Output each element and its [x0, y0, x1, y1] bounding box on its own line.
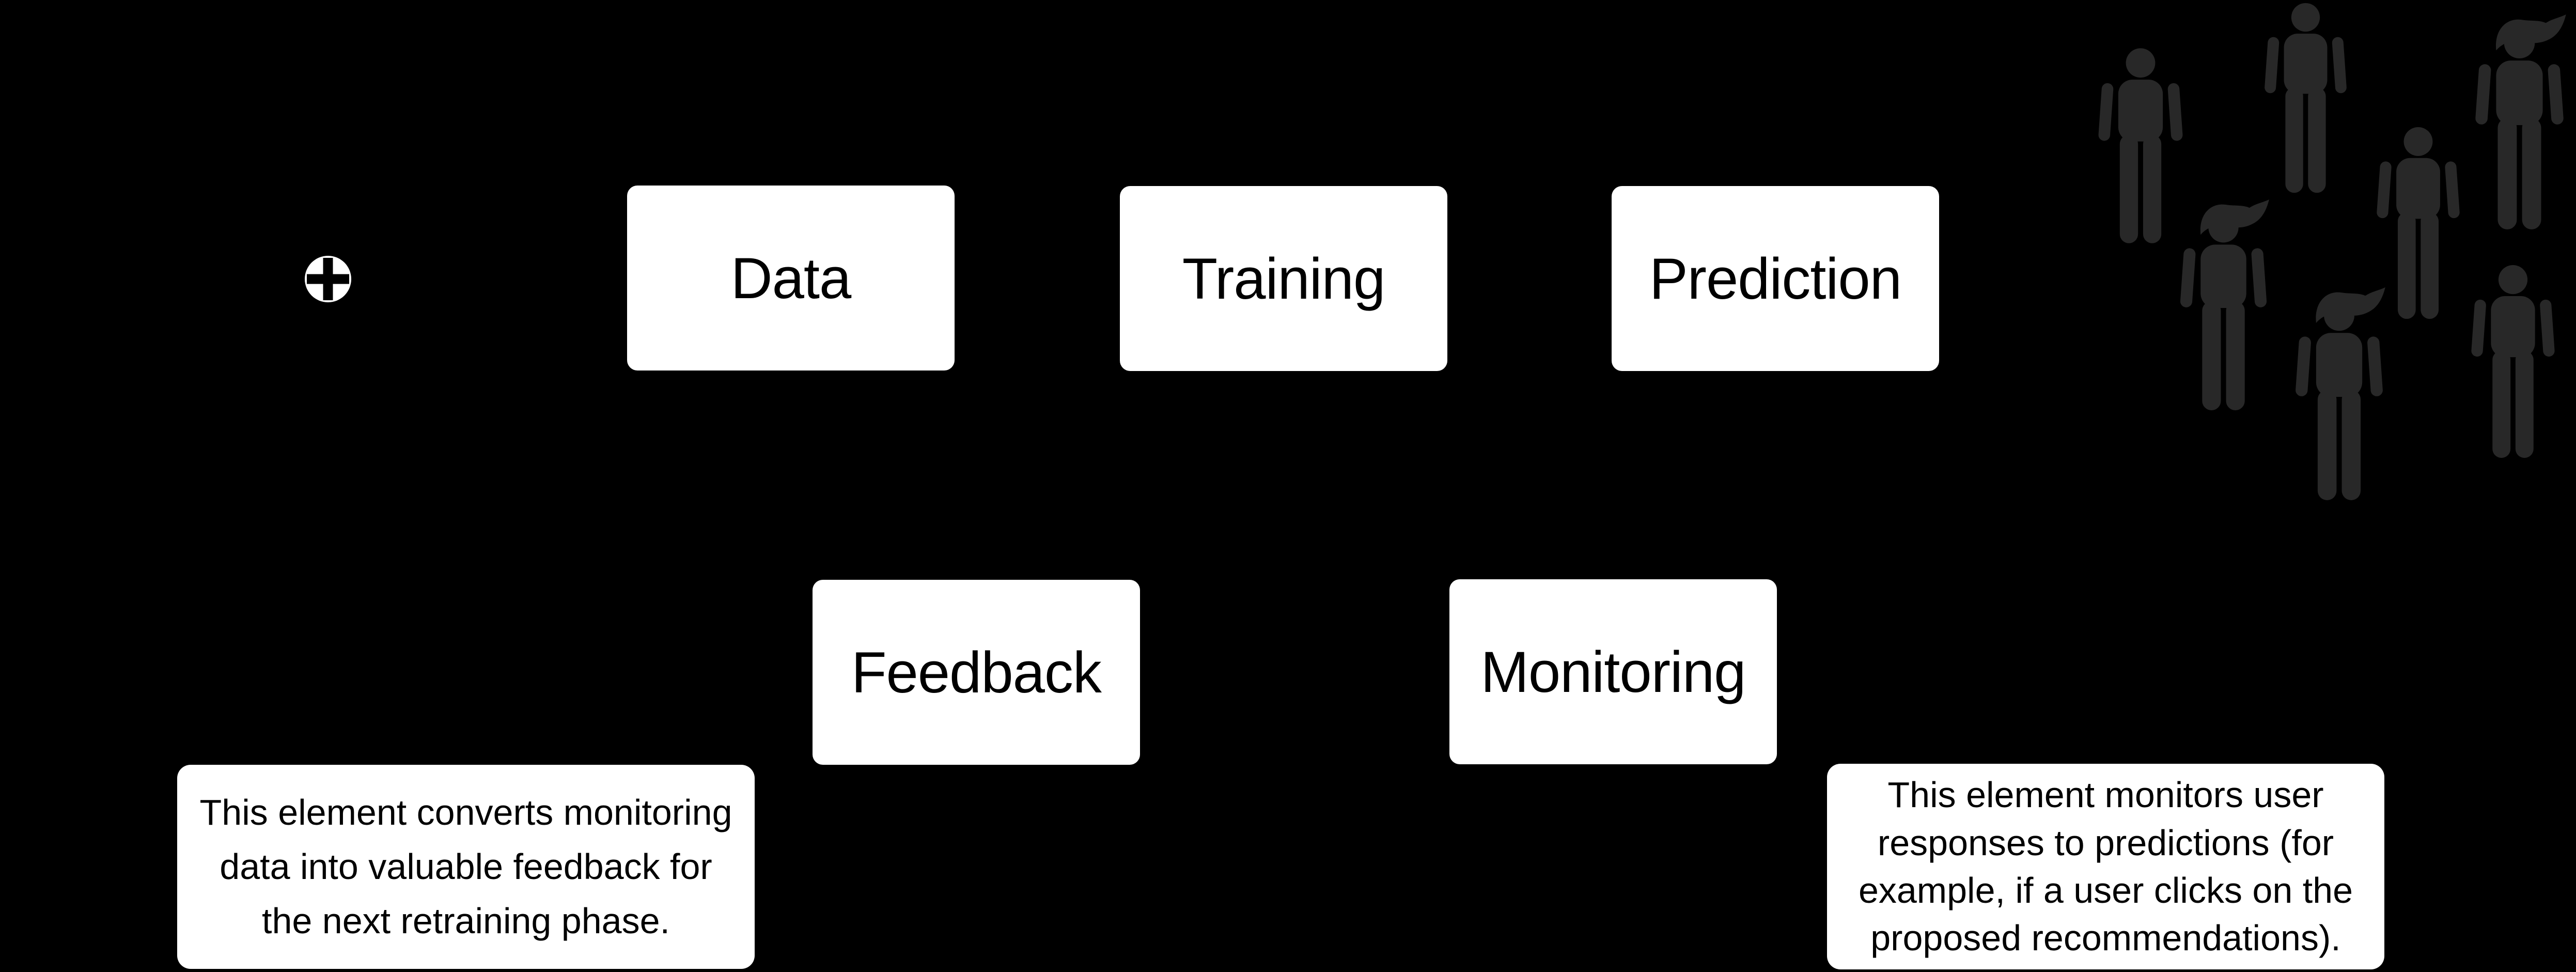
node-monitoring: Monitoring	[1449, 579, 1777, 764]
person-male-icon	[2256, 3, 2355, 195]
person-female-icon	[2466, 14, 2572, 232]
node-prediction: Prediction	[1612, 186, 1939, 371]
callout-feedback-text: This element converts monitoring data in…	[199, 792, 732, 941]
node-data-label: Data	[730, 245, 852, 311]
person-female-icon	[2172, 199, 2275, 412]
node-data: Data	[627, 186, 955, 371]
person-female-icon	[2287, 287, 2392, 502]
plus-icon	[304, 255, 352, 303]
node-training: Training	[1120, 186, 1447, 371]
node-feedback: Feedback	[813, 580, 1140, 765]
person-male-icon	[2463, 265, 2563, 460]
node-feedback-label: Feedback	[851, 640, 1102, 705]
node-training-label: Training	[1182, 246, 1385, 311]
callout-monitoring-text: This element monitors user responses to …	[1858, 775, 2353, 959]
callout-feedback-note: This element converts monitoring data in…	[177, 765, 755, 969]
node-monitoring-label: Monitoring	[1480, 639, 1746, 704]
node-prediction-label: Prediction	[1649, 246, 1902, 311]
callout-monitoring-note: This element monitors user responses to …	[1827, 764, 2384, 969]
